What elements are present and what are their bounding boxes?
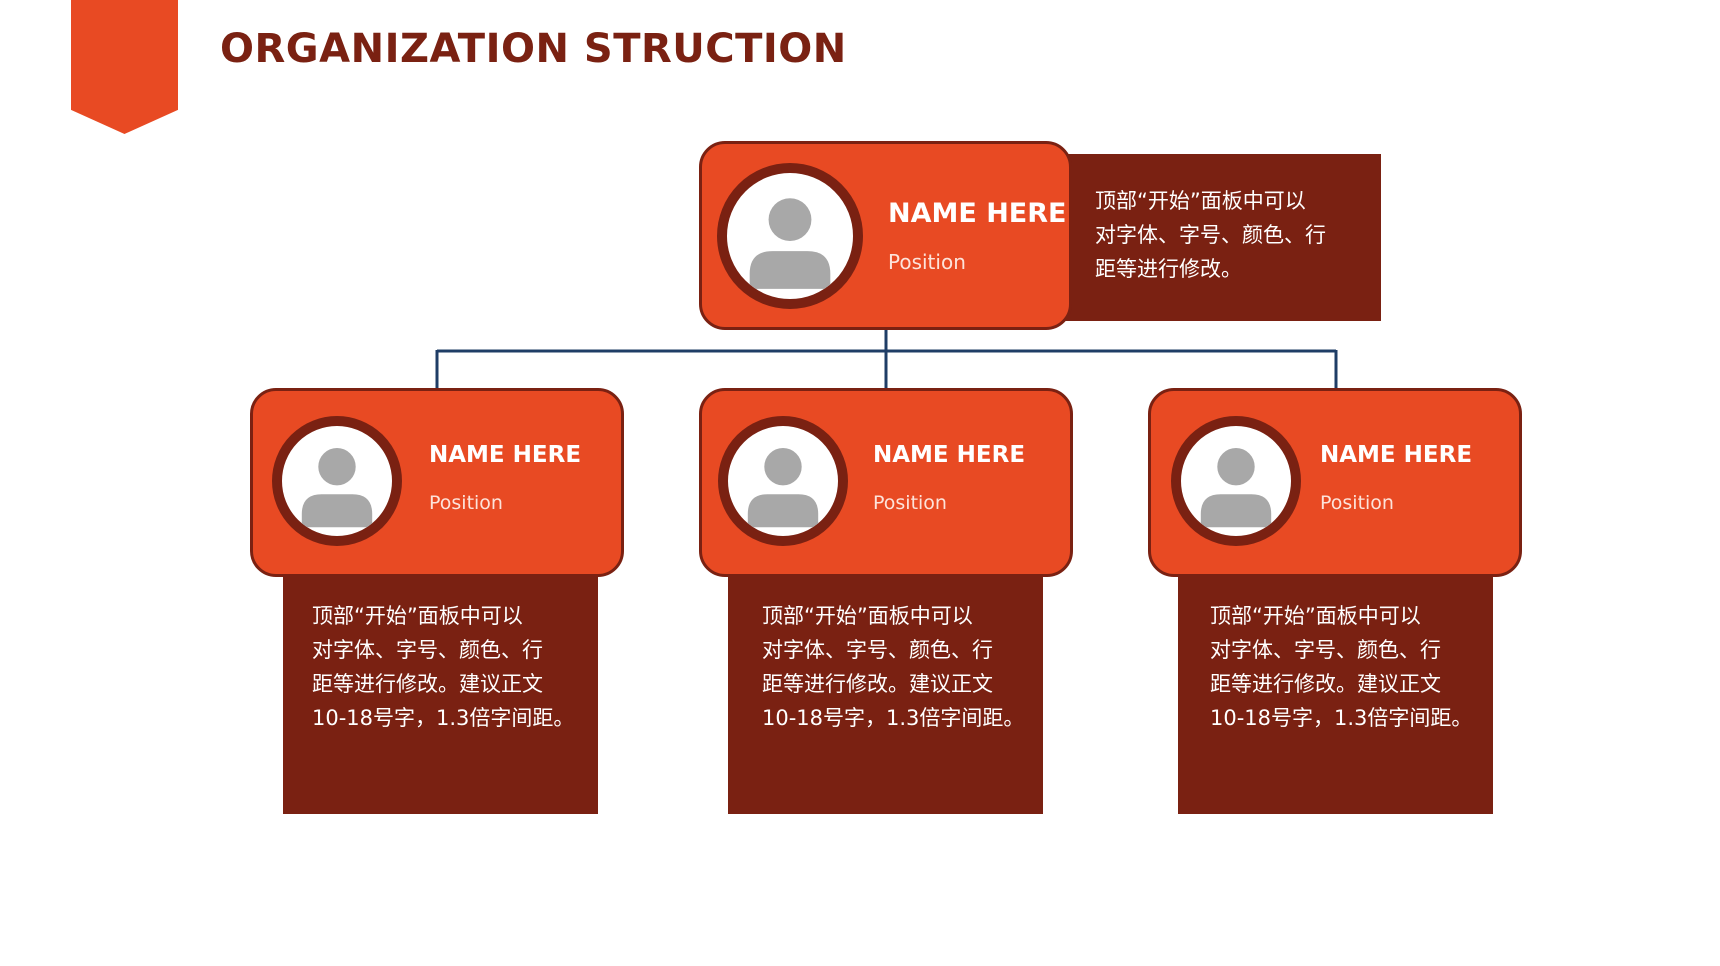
avatar-icon: [717, 163, 863, 309]
member-position: Position: [888, 250, 966, 274]
member-desc-line: 10-18号字，1.3倍字间距。: [1210, 706, 1473, 730]
member-desc-line: 10-18号字，1.3倍字间距。: [762, 706, 1025, 730]
member-desc-line: 对字体、字号、颜色、行: [762, 638, 993, 662]
member-description-box: 顶部“开始”面板中可以 对字体、字号、颜色、行 距等进行修改。建议正文 10-1…: [1178, 573, 1493, 814]
member-card[interactable]: NAME HERE Position: [250, 388, 624, 577]
member-desc-line: 对字体、字号、颜色、行: [1210, 638, 1441, 662]
member-desc-line: 顶部“开始”面板中可以: [312, 604, 523, 628]
member-position: Position: [429, 492, 503, 514]
slide-title: ORGANIZATION STRUCTION: [220, 26, 847, 72]
member-name: NAME HERE: [873, 442, 1026, 468]
member-card[interactable]: NAME HERE Position: [699, 388, 1073, 577]
member-name: NAME HERE: [888, 198, 1067, 229]
top-desc-line: 对字体、字号、颜色、行: [1095, 223, 1326, 247]
member-desc-line: 顶部“开始”面板中可以: [762, 604, 973, 628]
member-position: Position: [873, 492, 947, 514]
avatar-icon: [718, 416, 848, 546]
member-desc-line: 距等进行修改。建议正文: [1210, 672, 1441, 696]
member-desc-line: 距等进行修改。建议正文: [762, 672, 993, 696]
top-desc-line: 顶部“开始”面板中可以: [1095, 189, 1306, 213]
member-position: Position: [1320, 492, 1394, 514]
member-name: NAME HERE: [429, 442, 582, 468]
member-description-box: 顶部“开始”面板中可以 对字体、字号、颜色、行 距等进行修改。建议正文 10-1…: [283, 573, 598, 814]
member-desc-line: 顶部“开始”面板中可以: [1210, 604, 1421, 628]
member-desc-line: 对字体、字号、颜色、行: [312, 638, 543, 662]
member-name: NAME HERE: [1320, 442, 1473, 468]
avatar-icon: [272, 416, 402, 546]
title-ribbon-decoration: [71, 0, 178, 134]
member-card[interactable]: NAME HERE Position: [1148, 388, 1522, 577]
member-desc-line: 10-18号字，1.3倍字间距。: [312, 706, 575, 730]
avatar-icon: [1171, 416, 1301, 546]
top-desc-line: 距等进行修改。: [1095, 257, 1242, 281]
top-description-box: 顶部“开始”面板中可以 对字体、字号、颜色、行 距等进行修改。: [1050, 154, 1381, 321]
member-desc-line: 距等进行修改。建议正文: [312, 672, 543, 696]
member-description-box: 顶部“开始”面板中可以 对字体、字号、颜色、行 距等进行修改。建议正文 10-1…: [728, 573, 1043, 814]
top-member-card[interactable]: NAME HERE Position: [699, 141, 1072, 330]
